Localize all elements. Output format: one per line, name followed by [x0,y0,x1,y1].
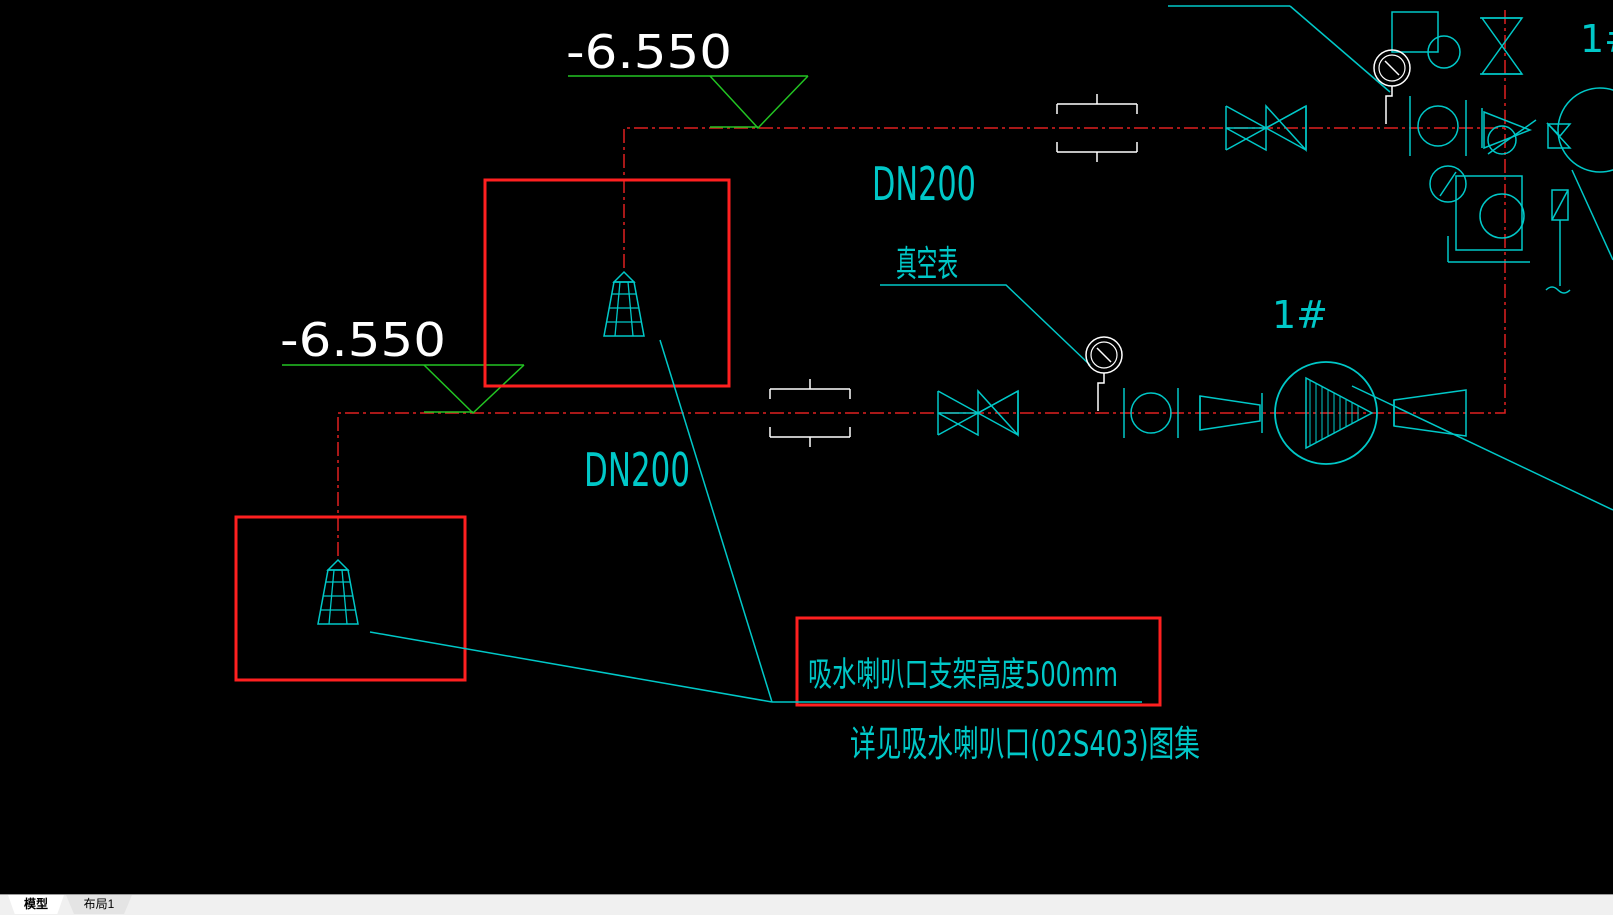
discharge-reducer-lower[interactable] [1393,389,1467,437]
pump-label-main: 1# [1272,293,1328,337]
highlight-box-note [795,616,1162,707]
suction-bell-upper[interactable] [603,271,645,337]
vacuum-gauge-leader [880,284,1091,366]
pressure-gauge-upper[interactable] [1373,49,1411,125]
elevation-mark-upper [568,75,809,130]
pipe-size-label-upper: DN200 [872,157,976,211]
cad-model-space[interactable]: -6.550 -6.550 吸水喇叭口支架高度500mm 详见吸水喇叭口(02S… [0,0,1613,894]
suction-pipe-upper [623,10,1506,268]
elevation-mark-lower [282,364,525,415]
tab-model[interactable]: 模型 [8,895,64,914]
note-leader-lines [369,339,1142,703]
layout-tab-bar: 模型 布局1 [0,894,1613,915]
equipment-cluster-top-right[interactable] [1168,5,1613,294]
suction-bell-lower[interactable] [317,559,359,625]
pump-label-top-right: 1# [1580,17,1613,61]
elevation-label-lower: -6.550 [280,313,446,367]
flange-reducer-lower[interactable] [1123,388,1263,438]
elevation-label-upper: -6.550 [566,25,732,79]
pump-1[interactable] [1274,361,1378,465]
suction-pipe-lower [337,128,1506,556]
note-line-2: 详见吸水喇叭口(02S403)图集 [850,724,1200,765]
note-line-1: 吸水喇叭口支架高度500mm [808,655,1118,695]
vacuum-gauge-lower[interactable] [1085,336,1123,412]
discharge-leader [1351,385,1613,511]
pipe-size-label-lower: DN200 [584,443,690,497]
tab-layout1[interactable]: 布局1 [66,895,132,914]
highlight-box-upper-bell [483,178,731,388]
highlight-box-lower-bell [234,515,467,682]
vacuum-gauge-label: 真空表 [896,244,958,285]
